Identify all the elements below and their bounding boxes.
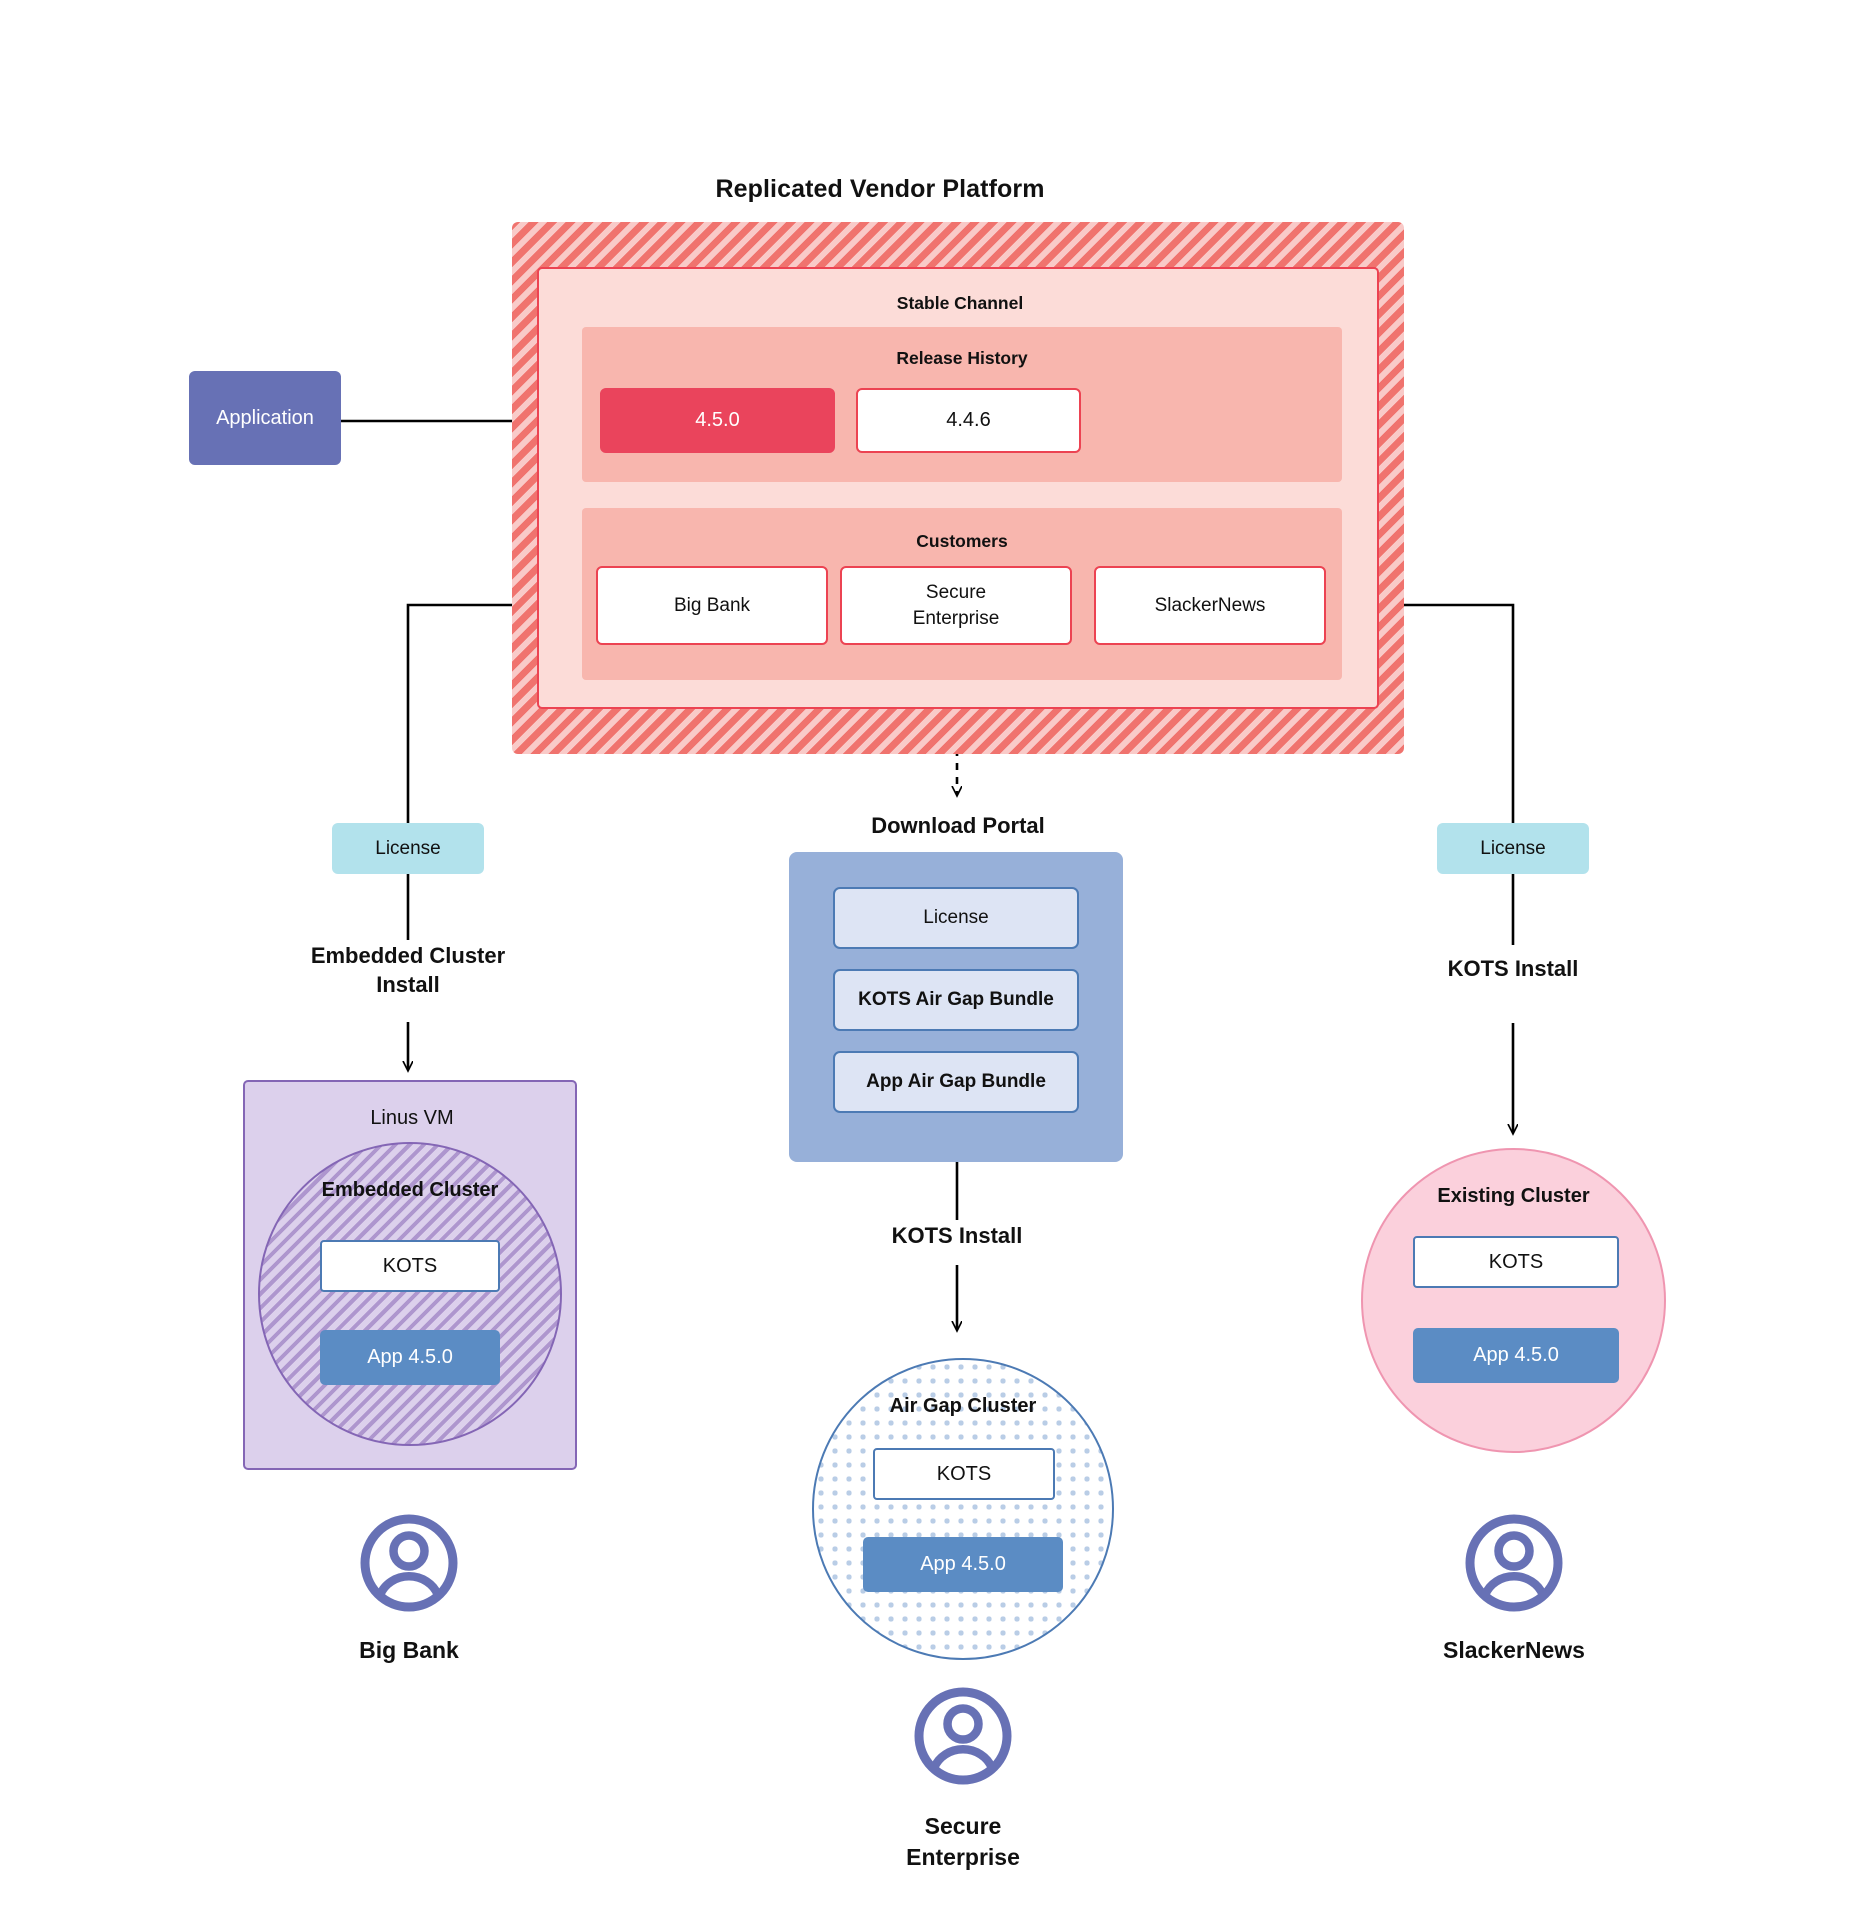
user-avatar-icon [914, 1687, 1012, 1785]
page-title: Replicated Vendor Platform [715, 174, 1045, 203]
download-portal-title: Download Portal [871, 813, 1045, 839]
install-label-center-kots: KOTS Install [891, 1223, 1023, 1249]
app-box-center[interactable]: App 4.5.0 [863, 1537, 1063, 1592]
customer-box-big-bank[interactable]: Big Bank [596, 566, 828, 645]
download-item-kots-air-gap-bundle[interactable]: KOTS Air Gap Bundle [833, 969, 1079, 1031]
customers-label: Customers [916, 530, 1008, 551]
user-avatar-icon [360, 1514, 458, 1612]
app-box-right[interactable]: App 4.5.0 [1413, 1328, 1619, 1383]
air-gap-cluster-label: Air Gap Cluster [889, 1394, 1037, 1417]
existing-cluster-circle [1361, 1148, 1666, 1453]
avatar-big-bank [359, 1513, 459, 1613]
avatar-secure-enterprise [913, 1686, 1013, 1786]
release-box-current[interactable]: 4.5.0 [600, 388, 835, 453]
user-avatar-icon [1465, 1514, 1563, 1612]
app-box-left[interactable]: App 4.5.0 [320, 1330, 500, 1385]
install-label-embedded-cluster: Embedded Cluster Install [310, 942, 506, 997]
embedded-cluster-circle [258, 1142, 562, 1446]
end-user-label-secure-enterprise: Secure Enterprise [906, 1812, 1020, 1870]
avatar-slackernews [1464, 1513, 1564, 1613]
kots-box-right[interactable]: KOTS [1413, 1236, 1619, 1288]
license-chip-right[interactable]: License [1437, 823, 1589, 874]
air-gap-cluster-circle [812, 1358, 1114, 1660]
customer-box-slackernews[interactable]: SlackerNews [1094, 566, 1326, 645]
existing-cluster-label: Existing Cluster [1437, 1184, 1590, 1207]
download-item-license[interactable]: License [833, 887, 1079, 949]
end-user-label-slackernews: SlackerNews [1443, 1637, 1585, 1664]
install-label-right-kots: KOTS Install [1447, 956, 1579, 982]
application-box[interactable]: Application [189, 371, 341, 465]
release-box-previous[interactable]: 4.4.6 [856, 388, 1081, 453]
license-chip-left[interactable]: License [332, 823, 484, 874]
stable-channel-label: Stable Channel [896, 292, 1024, 313]
embedded-cluster-label: Embedded Cluster [321, 1178, 499, 1201]
download-item-app-air-gap-bundle[interactable]: App Air Gap Bundle [833, 1051, 1079, 1113]
kots-box-center[interactable]: KOTS [873, 1448, 1055, 1500]
linux-vm-label: Linus VM [370, 1106, 454, 1129]
customer-box-secure-enterprise[interactable]: Secure Enterprise [840, 566, 1072, 645]
end-user-label-big-bank: Big Bank [359, 1637, 459, 1664]
release-history-label: Release History [896, 347, 1028, 368]
kots-box-left[interactable]: KOTS [320, 1240, 500, 1292]
